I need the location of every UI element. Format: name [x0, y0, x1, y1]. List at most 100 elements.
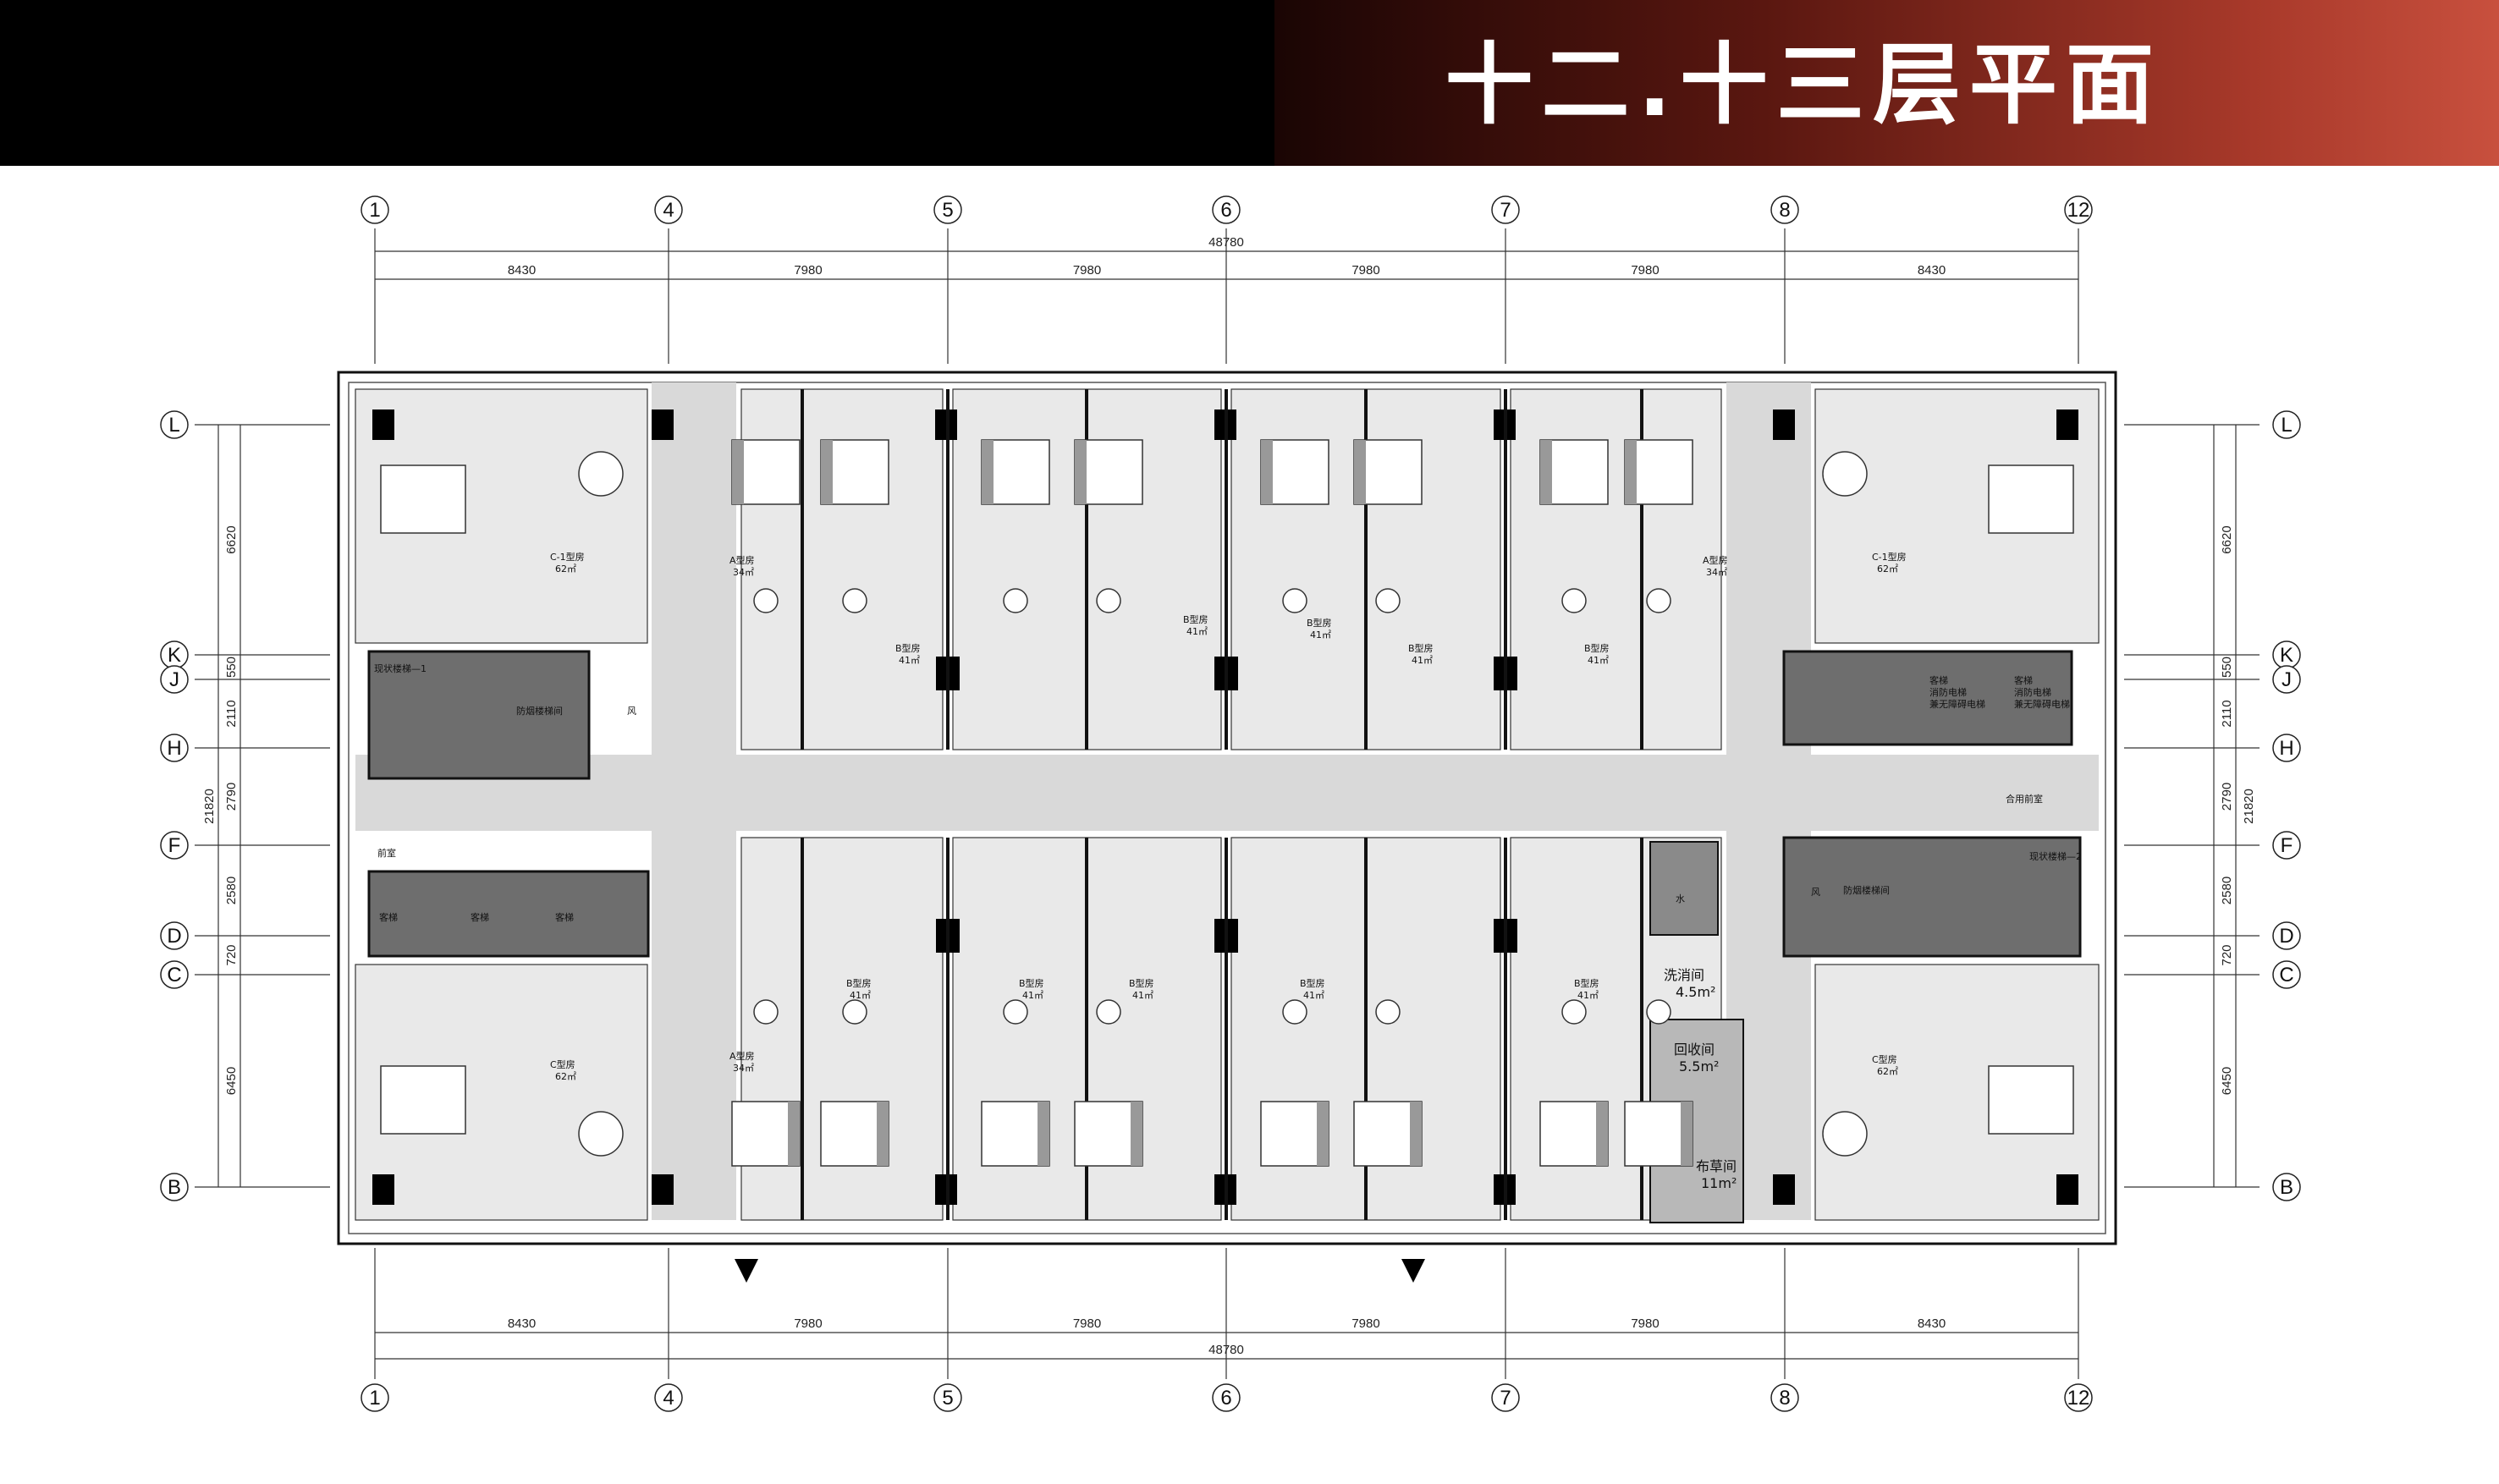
dim-top-3: 7980 — [1351, 263, 1379, 278]
dim-right-0: 6620 — [2220, 525, 2234, 553]
room-b-top-area-0: 41㎡ — [899, 655, 920, 666]
room-a-tl-area: 34㎡ — [733, 567, 754, 578]
elevator-2-label: 客梯 — [471, 911, 489, 923]
room-c1-right-area: 62㎡ — [1877, 563, 1898, 574]
svg-text:8: 8 — [1779, 1387, 1790, 1410]
dim-bottom-4: 7980 — [1631, 1316, 1659, 1331]
svg-text:1: 1 — [369, 1387, 380, 1410]
room-c-right-label: C型房 — [1872, 1053, 1897, 1065]
grid-bubble-top-5: 5 — [933, 195, 962, 224]
room-b-top-area-1: 41㎡ — [1186, 626, 1208, 637]
svg-text:6: 6 — [1220, 199, 1231, 222]
dim-left-3: 2790 — [224, 783, 239, 811]
header-gradient-panel — [1274, 0, 2499, 166]
room-b-bottom-label-4: B型房 — [1574, 977, 1599, 989]
room-b-bottom-label-0: B型房 — [846, 977, 872, 989]
svg-text:6: 6 — [1220, 1387, 1231, 1410]
corridor-left-vertical — [652, 382, 736, 1220]
elevator-bank-block — [367, 870, 650, 958]
room-a-bl-label: A型房 — [729, 1050, 755, 1062]
dim-top-5: 8430 — [1918, 263, 1946, 278]
dim-left-1: 550 — [224, 657, 239, 678]
grid-bubble-right-J: J — [2272, 665, 2301, 694]
grid-bubble-top-4: 4 — [654, 195, 683, 224]
fire-elevator-2c: 兼无障碍电梯 — [2014, 698, 2070, 710]
water-room-label: 水 — [1676, 893, 1685, 904]
wind-left-label: 风 — [627, 706, 636, 717]
grid-bubble-right-F: F — [2272, 831, 2301, 860]
room-c1-left-area: 62㎡ — [555, 563, 576, 574]
grid-bubble-bottom-1: 1 — [361, 1383, 389, 1412]
dim-top-1: 7980 — [794, 263, 822, 278]
wash-room-label: 洗消间 — [1664, 967, 1704, 983]
dimension-labels: 4878048780843084307980798079807980798079… — [202, 235, 2256, 1357]
grid-bubble-right-K: K — [2272, 640, 2301, 669]
room-c1-left-label: C-1型房 — [550, 551, 585, 563]
room-b-bottom-area-0: 41㎡ — [850, 990, 871, 1001]
smoke-lobby-left-label: 防烟楼梯间 — [516, 705, 563, 717]
svg-text:C: C — [2279, 964, 2293, 987]
svg-text:H: H — [167, 737, 181, 760]
room-a-bl-area: 34㎡ — [733, 1063, 754, 1074]
shared-front-room-label: 合用前室 — [2006, 793, 2043, 805]
room-c-left-area: 62㎡ — [555, 1071, 576, 1082]
svg-text:5: 5 — [942, 199, 953, 222]
grid-bubble-top-12: 12 — [2064, 195, 2093, 224]
stair-1-label: 现状楼梯—1 — [374, 662, 427, 674]
dim-left-total: 21820 — [202, 789, 217, 824]
svg-text:7: 7 — [1500, 199, 1511, 222]
corridor-horizontal — [355, 755, 2099, 831]
room-b-bottom-area-3: 41㎡ — [1303, 990, 1324, 1001]
svg-text:J: J — [169, 668, 179, 691]
recycle-room-area: 5.5m² — [1679, 1058, 1719, 1075]
svg-text:F: F — [2281, 834, 2293, 857]
dim-top-0: 8430 — [508, 263, 536, 278]
water-room-block — [1649, 841, 1719, 936]
svg-text:5: 5 — [942, 1387, 953, 1410]
grid-bubble-top-6: 6 — [1212, 195, 1241, 224]
room-b-top-label-4: B型房 — [1584, 642, 1610, 654]
room-b-bottom-area-4: 41㎡ — [1577, 990, 1599, 1001]
grid-bubble-left-J: J — [160, 665, 189, 694]
room-b-top-label-2: B型房 — [1307, 617, 1332, 629]
svg-text:F: F — [168, 834, 181, 857]
svg-text:1: 1 — [369, 199, 380, 222]
front-room-label: 前室 — [377, 847, 396, 859]
dim-right-2: 2110 — [2220, 700, 2234, 727]
grid-bubble-left-C: C — [160, 960, 189, 989]
elevator-3-label: 客梯 — [555, 911, 574, 923]
dim-top-4: 7980 — [1631, 263, 1659, 278]
dim-right-1: 550 — [2220, 657, 2234, 678]
room-a-tl-label: A型房 — [729, 554, 755, 566]
page-title: 十二.十三层平面 — [1445, 33, 2162, 136]
svg-text:H: H — [2279, 737, 2293, 760]
wash-room-area: 4.5m² — [1676, 984, 1715, 1000]
svg-text:12: 12 — [2067, 199, 2090, 222]
dim-right-total: 21820 — [2242, 789, 2256, 824]
room-b-bottom-label-2: B型房 — [1129, 977, 1154, 989]
entry-marker-right — [1401, 1259, 1425, 1283]
dim-top-2: 7980 — [1073, 263, 1101, 278]
svg-text:K: K — [168, 644, 181, 667]
linen-room-label: 布草间 — [1696, 1158, 1737, 1174]
grid-bubble-bottom-4: 4 — [654, 1383, 683, 1412]
svg-text:D: D — [2279, 925, 2293, 948]
dim-left-0: 6620 — [224, 525, 239, 553]
dim-bottom-3: 7980 — [1351, 1316, 1379, 1331]
entry-marker-left — [735, 1259, 758, 1283]
fire-elevator-1c: 兼无障碍电梯 — [1929, 698, 1985, 710]
dim-right-3: 2790 — [2220, 783, 2234, 811]
svg-text:D: D — [167, 925, 181, 948]
fire-elevator-1a: 客梯 — [1929, 674, 1948, 686]
grid-bubble-bottom-8: 8 — [1770, 1383, 1799, 1412]
b-room-labels: B型房41㎡B型房41㎡B型房41㎡B型房41㎡B型房41㎡B型房41㎡B型房4… — [846, 613, 1610, 1001]
room-b-top-area-3: 41㎡ — [1412, 655, 1433, 666]
svg-text:L: L — [2281, 414, 2292, 437]
grid-bubble-bottom-12: 12 — [2064, 1383, 2093, 1412]
dim-bottom-total: 48780 — [1208, 1343, 1244, 1357]
grid-bubble-left-L: L — [160, 410, 189, 439]
fire-elevator-block — [1782, 650, 2073, 746]
room-a-tr-label: A型房 — [1703, 554, 1728, 566]
grid-bubble-left-H: H — [160, 734, 189, 762]
room-c-right-area: 62㎡ — [1877, 1066, 1898, 1077]
